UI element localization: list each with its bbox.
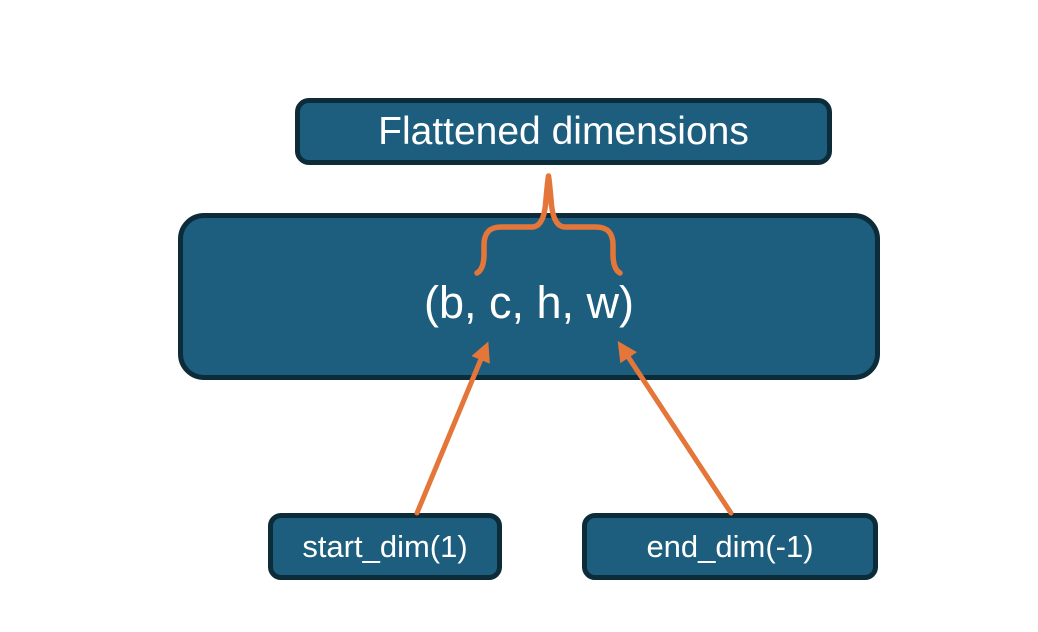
start-dim-box: start_dim(1) bbox=[268, 513, 502, 580]
flattened-dimensions-label: Flattened dimensions bbox=[378, 109, 749, 153]
end-dim-box: end_dim(-1) bbox=[582, 513, 878, 580]
tensor-shape-label: (b, c, h, w) bbox=[423, 276, 635, 328]
tensor-shape-box: (b, c, h, w) bbox=[178, 213, 880, 380]
end-dim-label: end_dim(-1) bbox=[646, 528, 814, 564]
start-dim-label: start_dim(1) bbox=[302, 528, 468, 564]
flattened-dimensions-box: Flattened dimensions bbox=[295, 98, 832, 165]
